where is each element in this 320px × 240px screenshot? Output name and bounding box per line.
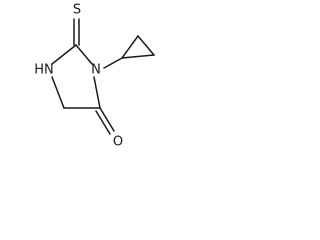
bond-n3-cp — [103, 57, 123, 69]
structure-diagram: S HN N O — [34, 3, 155, 150]
bond-cp-1 — [121, 35, 139, 59]
bond-n3-c4 — [93, 76, 101, 109]
atom-n3-label: N — [91, 63, 101, 78]
bond-cp-3 — [121, 54, 155, 59]
atom-oxygen-label: O — [113, 135, 123, 150]
bond-n1-c5 — [51, 76, 65, 109]
bond-c2-n3 — [75, 44, 93, 65]
bond-c2-n1 — [51, 44, 77, 65]
bond-c4-o-b — [95, 110, 111, 135]
bond-c4-o-a — [99, 107, 115, 132]
bond-cp-2 — [137, 35, 155, 56]
atom-nh-label: HN — [34, 63, 54, 78]
atom-sulfur-label: S — [73, 3, 81, 18]
